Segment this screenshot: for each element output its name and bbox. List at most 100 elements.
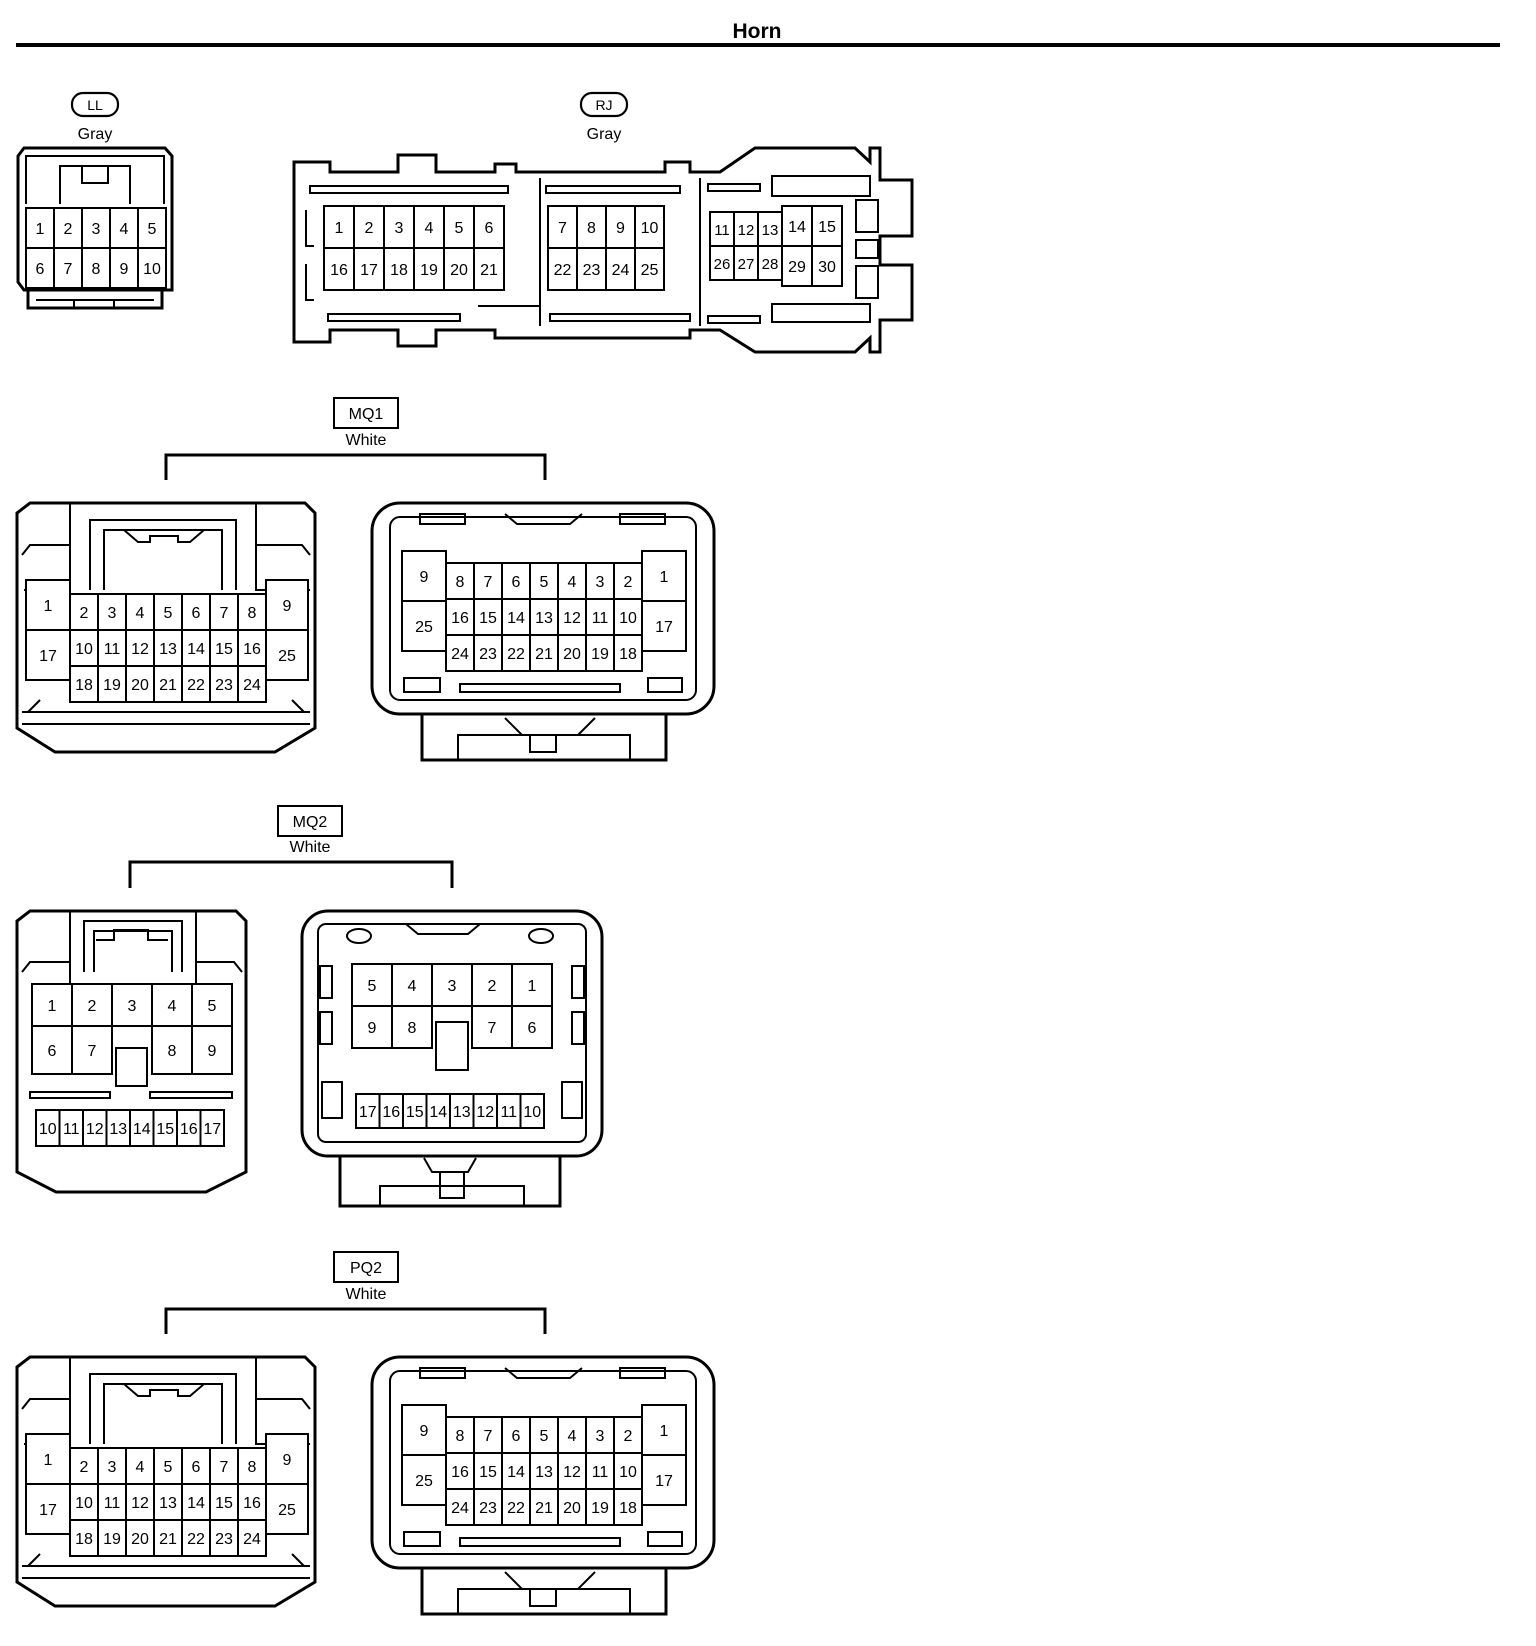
pin-cell: 20 bbox=[443, 247, 475, 291]
connector-mq1-code: MQ1 bbox=[349, 406, 384, 423]
pin-cell: 12 bbox=[557, 598, 587, 636]
pin-cell: 21 bbox=[529, 1488, 559, 1526]
pin-label: 4 bbox=[120, 221, 129, 238]
connector-ll-housing bbox=[16, 146, 174, 310]
pin-label: 8 bbox=[456, 574, 465, 591]
connector-mq2-bracket bbox=[128, 860, 454, 888]
pin-cell: 7 bbox=[547, 205, 578, 249]
pin-label: 1 bbox=[48, 998, 57, 1015]
pin-cell: 8 bbox=[237, 593, 267, 631]
pin-label: 1 bbox=[44, 1452, 53, 1469]
pin-cell: 7 bbox=[71, 1025, 113, 1075]
pin-label: 11 bbox=[714, 222, 730, 239]
pin-cell: 13 bbox=[449, 1093, 475, 1129]
pin-label: 2 bbox=[624, 1428, 633, 1445]
pin-cell: 4 bbox=[125, 593, 155, 631]
pin-cell: 21 bbox=[473, 247, 505, 291]
pin-cell: 8 bbox=[445, 1416, 475, 1454]
pin-cell: 12 bbox=[557, 1452, 587, 1490]
pin-cell: 15 bbox=[209, 629, 239, 667]
pin-label: 19 bbox=[103, 677, 121, 694]
pin-cell: 27 bbox=[733, 245, 759, 281]
pin-label: 19 bbox=[591, 646, 609, 663]
pin-label: 4 bbox=[136, 605, 145, 622]
connector-mq2-right-pins: 5 4 3 2 1 9 8 7 6 17 16 15 14 13 12 11 1… bbox=[351, 963, 553, 1129]
pin-cell: 28 bbox=[757, 245, 783, 281]
page-title: Horn bbox=[733, 20, 782, 43]
pin-cell: 25 bbox=[265, 1483, 309, 1535]
pin-cell: 17 bbox=[353, 247, 385, 291]
pin-label: 3 bbox=[128, 998, 137, 1015]
pin-label: 12 bbox=[86, 1121, 104, 1138]
pin-label: 8 bbox=[248, 605, 257, 622]
pin-cell: 16 bbox=[176, 1109, 202, 1147]
pin-label: 22 bbox=[507, 1500, 525, 1517]
pin-cell: 23 bbox=[209, 665, 239, 703]
pin-label: 1 bbox=[660, 569, 669, 586]
connector-ll-code: LL bbox=[87, 97, 103, 113]
pin-cell: 12 bbox=[82, 1109, 108, 1147]
pin-label: 21 bbox=[535, 1500, 553, 1517]
pin-label: 19 bbox=[103, 1531, 121, 1548]
pin-cell: 8 bbox=[445, 562, 475, 600]
pin-label: 8 bbox=[456, 1428, 465, 1445]
pin-label: 9 bbox=[283, 598, 292, 615]
pin-cell: 2 bbox=[53, 207, 83, 249]
pin-label: 15 bbox=[818, 219, 836, 236]
pin-label: 15 bbox=[479, 610, 497, 627]
pin-cell: 5 bbox=[153, 1447, 183, 1485]
pin-label: 6 bbox=[528, 1020, 537, 1037]
pin-cell: 20 bbox=[125, 1519, 155, 1557]
pin-label: 13 bbox=[453, 1104, 471, 1121]
pin-label: 20 bbox=[450, 262, 468, 279]
pin-cell: 9 bbox=[109, 247, 139, 289]
pin-label: 11 bbox=[63, 1121, 80, 1138]
pin-label: 12 bbox=[563, 1464, 581, 1481]
pin-label: 4 bbox=[568, 574, 577, 591]
pin-label: 10 bbox=[641, 220, 659, 237]
pin-cell: 12 bbox=[472, 1093, 498, 1129]
pin-label: 17 bbox=[39, 648, 57, 665]
pin-cell: 1 bbox=[25, 1433, 71, 1485]
pin-label: 3 bbox=[596, 574, 605, 591]
pin-cell: 15 bbox=[473, 598, 503, 636]
pin-label: 15 bbox=[215, 1495, 233, 1512]
pin-cell: 3 bbox=[585, 562, 615, 600]
pin-label: 7 bbox=[488, 1020, 497, 1037]
pin-label: 5 bbox=[540, 574, 549, 591]
polarizing-key bbox=[435, 1021, 469, 1071]
pin-label: 24 bbox=[243, 677, 261, 694]
connector-rj-housing bbox=[292, 146, 914, 354]
pin-label: 10 bbox=[619, 610, 637, 627]
pin-label: 3 bbox=[448, 978, 457, 995]
pin-cell: 22 bbox=[547, 247, 578, 291]
pin-label: 16 bbox=[382, 1104, 400, 1121]
connector-pq2-color: White bbox=[346, 1286, 387, 1303]
pin-cell: 23 bbox=[473, 634, 503, 672]
pin-cell: 13 bbox=[529, 598, 559, 636]
pin-cell: 3 bbox=[585, 1416, 615, 1454]
pin-cell: 1 bbox=[31, 983, 73, 1027]
pin-label: 22 bbox=[507, 646, 525, 663]
pin-label: 13 bbox=[762, 222, 779, 239]
pin-label: 23 bbox=[215, 677, 233, 694]
pin-label: 25 bbox=[278, 1502, 296, 1519]
pin-cell: 6 bbox=[181, 1447, 211, 1485]
pin-label: 6 bbox=[36, 261, 45, 278]
pin-label: 11 bbox=[592, 610, 609, 627]
pin-cell: 5 bbox=[191, 983, 233, 1027]
pin-cell: 16 bbox=[445, 1452, 475, 1490]
pin-label: 3 bbox=[108, 1459, 117, 1476]
pin-label: 20 bbox=[131, 677, 149, 694]
pin-label: 12 bbox=[476, 1104, 494, 1121]
pin-label: 11 bbox=[500, 1104, 517, 1121]
pin-cell: 15 bbox=[473, 1452, 503, 1490]
pin-label: 8 bbox=[92, 261, 101, 278]
pin-label: 8 bbox=[248, 1459, 257, 1476]
connector-mq2-code: MQ2 bbox=[293, 814, 328, 831]
pin-cell: 11 bbox=[97, 629, 127, 667]
pin-label: 27 bbox=[738, 256, 755, 273]
connector-ll-color: Gray bbox=[78, 126, 113, 143]
pin-cell: 20 bbox=[557, 634, 587, 672]
pin-label: 18 bbox=[75, 677, 93, 694]
